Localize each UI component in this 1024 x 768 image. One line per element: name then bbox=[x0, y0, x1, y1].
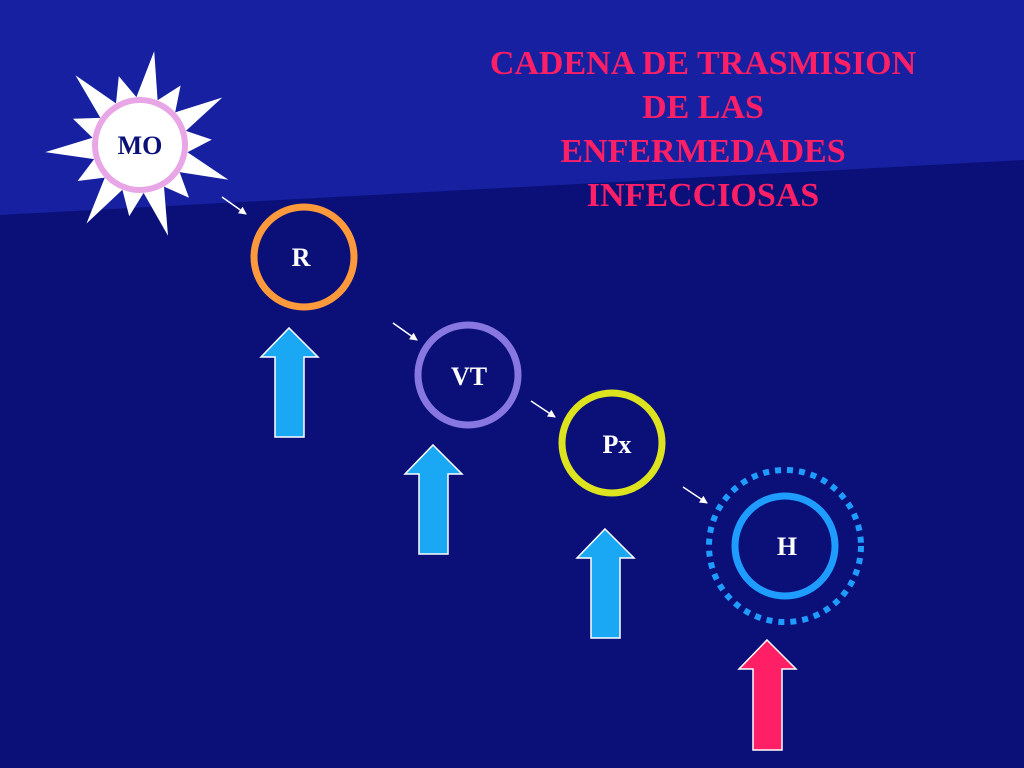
title-line-2: DE LAS bbox=[642, 89, 764, 126]
up-arrow-h bbox=[737, 638, 798, 751]
node-label-r: R bbox=[291, 243, 311, 272]
up-arrow-vt bbox=[403, 443, 464, 555]
slide-title: CADENA DE TRASMISION DE LAS ENFERMEDADES… bbox=[440, 42, 966, 218]
node-ring-px bbox=[558, 389, 666, 497]
connector-px-h bbox=[682, 486, 708, 504]
connector-r-vt bbox=[392, 322, 418, 341]
node-ring-h bbox=[731, 492, 839, 600]
node-label-h: H bbox=[776, 532, 798, 561]
connector-mo-r bbox=[221, 196, 247, 215]
node-halo-h bbox=[706, 467, 864, 625]
background-band bbox=[0, 0, 1024, 215]
title-line-3: ENFERMEDADES bbox=[560, 133, 846, 170]
node-ring-vt bbox=[414, 321, 522, 429]
node-ring-r bbox=[250, 203, 358, 311]
node-label-mo: MO bbox=[117, 131, 163, 160]
node-label-px: Px bbox=[602, 430, 632, 459]
title-line-4: INFECCIOSAS bbox=[586, 177, 820, 214]
title-line-1: CADENA DE TRASMISION bbox=[489, 45, 917, 82]
up-arrow-px bbox=[575, 527, 636, 639]
up-arrow-r bbox=[259, 326, 320, 438]
node-label-vt: VT bbox=[450, 362, 488, 391]
starburst-mo bbox=[45, 51, 229, 236]
connector-vt-px bbox=[530, 400, 556, 418]
